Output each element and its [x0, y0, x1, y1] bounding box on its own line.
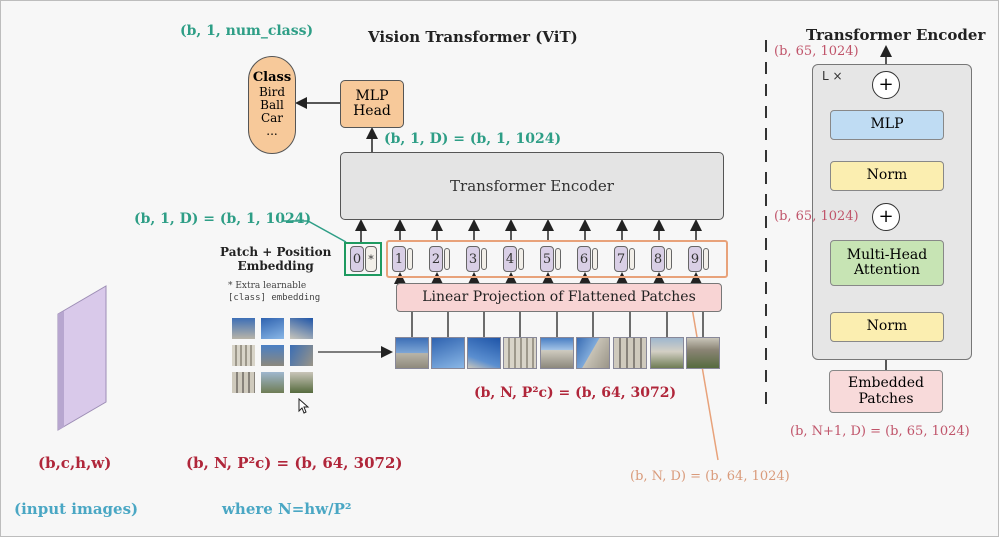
embedded-patches-block: Embedded Patches: [829, 370, 943, 413]
grid-patch: [232, 345, 255, 366]
grid-patch: [232, 372, 255, 393]
input-images-caption: (input images): [14, 500, 139, 518]
patches-shape-label: (b, N, P²c) = (b, 64, 3072): [474, 385, 677, 401]
patch-token: 5: [540, 246, 554, 272]
embedding-shape-label: (b, N, D) = (b, 64, 1024): [630, 469, 790, 484]
cls-shape-top-label: (b, 1, D) = (b, 1, 1024): [384, 131, 562, 147]
patch-token: 8: [651, 246, 665, 272]
mlp-block: MLP: [830, 110, 944, 140]
position-token: [481, 248, 487, 270]
patch-image: [576, 337, 610, 369]
grid-patch: [261, 372, 284, 393]
patch-token: 3: [466, 246, 480, 272]
patch-token: 7: [614, 246, 628, 272]
position-token: [444, 248, 450, 270]
output-shape-label: (b, 1, num_class): [180, 23, 314, 39]
patch-image: [395, 337, 429, 369]
patch-image: [467, 337, 501, 369]
n-formula-label: where N=hw/P²: [222, 500, 352, 518]
patch-token: 9: [688, 246, 702, 272]
patch-image: [650, 337, 684, 369]
class-output-box: Class Bird Ball Car ...: [248, 56, 296, 154]
grid-patch: [261, 345, 284, 366]
grid-patch: [261, 318, 284, 339]
patch-token: 1: [392, 246, 406, 272]
patch-image: [613, 337, 647, 369]
grid-patch: [290, 345, 313, 366]
patch-token: 4: [503, 246, 517, 272]
norm-block-top: Norm: [830, 161, 944, 191]
input-dims-label: (b,c,h,w): [38, 454, 112, 472]
position-token: [555, 248, 561, 270]
class-token-star: *: [365, 246, 377, 272]
input-image-slab: [57, 285, 107, 431]
grid-patch: [290, 372, 313, 393]
position-token: [592, 248, 598, 270]
class-item: Car: [260, 111, 284, 126]
class-item: Bird: [258, 84, 286, 99]
patches-shape-bottom-label: (b, N, P²c) = (b, 64, 3072): [186, 454, 403, 472]
residual-add-top: +: [872, 71, 900, 99]
patch-image: [431, 337, 465, 369]
encoder-input-shape-label: (b, N+1, D) = (b, 65, 1024): [790, 424, 970, 439]
class-item: ...: [266, 124, 278, 139]
vit-title: Vision Transformer (ViT): [368, 28, 578, 46]
residual-add-bottom: +: [872, 203, 900, 231]
encoder-detail-title: Transformer Encoder: [806, 26, 986, 44]
transformer-encoder-box: Transformer Encoder: [340, 152, 724, 220]
class-token-zero: 0: [350, 246, 364, 272]
patch-image: [540, 337, 574, 369]
patch-token-group: [386, 240, 728, 278]
layer-repeat-label: L ×: [822, 69, 843, 83]
class-item: Ball: [260, 97, 284, 112]
position-token: [666, 248, 672, 270]
patch-position-embedding-label: Patch + Position Embedding: [220, 245, 332, 273]
position-token: [629, 248, 635, 270]
norm-block-bottom: Norm: [830, 312, 944, 342]
grid-patch: [290, 318, 313, 339]
multi-head-attention-block: Multi-Head Attention: [830, 240, 944, 286]
class-embedding-note: [class] embedding: [228, 293, 321, 303]
cls-shape-left-label: (b, 1, D) = (b, 1, 1024): [134, 211, 312, 227]
position-token: [518, 248, 524, 270]
class-token-group: [344, 242, 382, 276]
cursor-arrow-icon: [298, 398, 310, 414]
encoder-mid-shape-label: (b, 65, 1024): [774, 209, 859, 224]
patch-token: 2: [429, 246, 443, 272]
linear-projection-box: Linear Projection of Flattened Patches: [396, 283, 722, 312]
patch-image: [686, 337, 720, 369]
patch-token: 6: [577, 246, 591, 272]
patch-image: [503, 337, 537, 369]
extra-learnable-note: * Extra learnable: [228, 281, 307, 291]
grid-patch: [232, 318, 255, 339]
position-token: [703, 248, 709, 270]
encoder-output-shape-label: (b, 65, 1024): [774, 44, 859, 59]
mlp-head-box: MLP Head: [340, 80, 404, 128]
position-token: [407, 248, 413, 270]
class-heading: Class: [252, 70, 292, 86]
